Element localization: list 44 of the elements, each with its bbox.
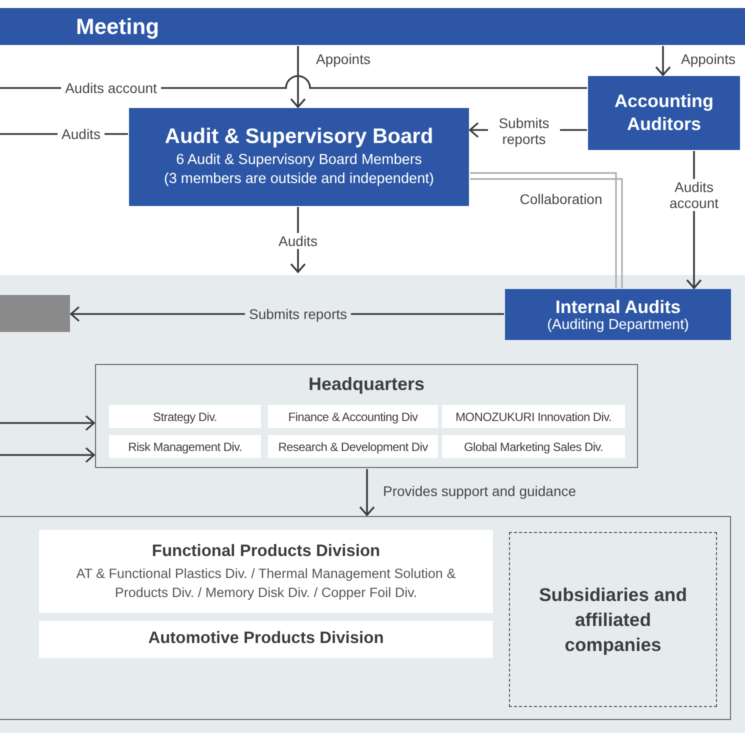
board-box — [129, 108, 469, 206]
arrow — [290, 46, 306, 108]
division-label-box — [442, 435, 625, 458]
edge-label: Submits reports — [488, 115, 560, 147]
division-label-box — [442, 405, 625, 428]
meeting-banner — [0, 8, 745, 45]
arrow — [655, 46, 671, 76]
box-title: Functional Products Division — [152, 542, 380, 560]
arrow — [0, 415, 95, 431]
dashed-box — [509, 532, 717, 707]
box-title: Audit & Supervisory Board — [164, 125, 434, 149]
box-title: Accounting Auditors — [614, 90, 714, 136]
internal-audit-box — [505, 289, 731, 340]
box-title: Internal Audits — [555, 296, 681, 316]
division-name: MONOZUKURI Innovation Div. — [455, 410, 612, 424]
division-name: Finance & Accounting Div — [288, 410, 418, 424]
headquarters-box — [95, 364, 638, 468]
box-description: (3 members are outside and independent) — [164, 170, 434, 189]
auditors-box — [588, 76, 740, 150]
segment-box — [39, 530, 493, 613]
box-description: AT & Functional Plastics Div. / Thermal Management Solution & Products Div. / Memory Disk Div. / Copper Foil Div. — [75, 564, 457, 602]
division-label-box — [268, 435, 438, 458]
placeholder-box — [0, 295, 70, 332]
arrow — [0, 447, 95, 463]
segment-box — [39, 621, 493, 658]
box-title: Automotive Products Division — [148, 628, 384, 648]
division-label-box — [109, 405, 261, 428]
double-line-connector — [470, 172, 623, 288]
edge-label: Audits — [58, 126, 104, 142]
box-title: Headquarters — [308, 374, 425, 395]
edge-label: Audits account — [61, 80, 161, 96]
division-name: Strategy Div. — [153, 410, 217, 424]
division-label-box — [268, 405, 438, 428]
banner-title: Meeting — [76, 14, 160, 40]
arrow — [359, 469, 375, 516]
box-title: Subsidiaries and affiliated companies — [538, 583, 688, 657]
division-label-box — [109, 435, 261, 458]
box-subtitle: (Auditing Department) — [547, 316, 689, 332]
division-name: Research & Development Div — [278, 440, 428, 454]
edge-label: Submits reports — [244, 306, 352, 322]
box-description: 6 Audit & Supervisory Board Members — [176, 151, 422, 170]
division-name: Global Marketing Sales Div. — [464, 440, 604, 454]
group-box — [0, 516, 731, 720]
division-name: Risk Management Div. — [128, 440, 242, 454]
